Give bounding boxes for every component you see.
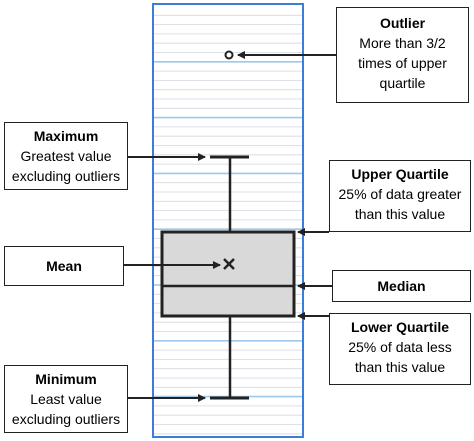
minimum-label-box: Minimum Least value excluding outliers	[4, 365, 128, 433]
lower-quartile-desc-line-1: 25% of data less	[348, 339, 452, 355]
upper-quartile-desc-line-2: than this value	[354, 206, 446, 222]
lower-quartile-desc-line-2: than this value	[354, 359, 446, 375]
maximum-label-box: Maximum Greatest value excluding outlier…	[4, 122, 128, 190]
mean-title: Mean	[46, 258, 82, 274]
mean-label-box: Mean	[4, 246, 124, 286]
minimum-desc-line-2: excluding outliers	[11, 411, 121, 427]
interquartile-box	[160, 230, 296, 318]
upper-quartile-title: Upper Quartile	[351, 166, 449, 182]
outlier-title: Outlier	[379, 15, 426, 31]
minimum-title: Minimum	[35, 371, 97, 387]
lower-quartile-label-box: Lower Quartile 25% of data less than thi…	[329, 313, 471, 385]
maximum-desc-line-2: excluding outliers	[11, 168, 121, 184]
lower-quartile-title: Lower Quartile	[350, 319, 450, 335]
outlier-desc-line-1: More than 3/2	[359, 35, 446, 51]
median-title: Median	[377, 278, 426, 294]
plot-frame	[152, 3, 304, 438]
maximum-desc-line-1: Greatest value	[20, 148, 112, 164]
outlier-desc-line-2: times of upper	[358, 55, 447, 71]
maximum-title: Maximum	[33, 128, 99, 144]
background-stripes	[154, 14, 302, 435]
upper-quartile-label-box: Upper Quartile 25% of data greater than …	[329, 160, 471, 232]
outlier-point	[224, 50, 234, 60]
median-label-box: Median	[332, 270, 471, 302]
upper-quartile-desc-line-1: 25% of data greater	[338, 186, 462, 202]
outlier-label-box: Outlier More than 3/2 times of upper qua…	[336, 7, 469, 103]
outlier-desc-line-3: quartile	[379, 75, 426, 91]
mean-marker-icon	[223, 258, 235, 270]
minimum-desc-line-1: Least value	[30, 391, 102, 407]
